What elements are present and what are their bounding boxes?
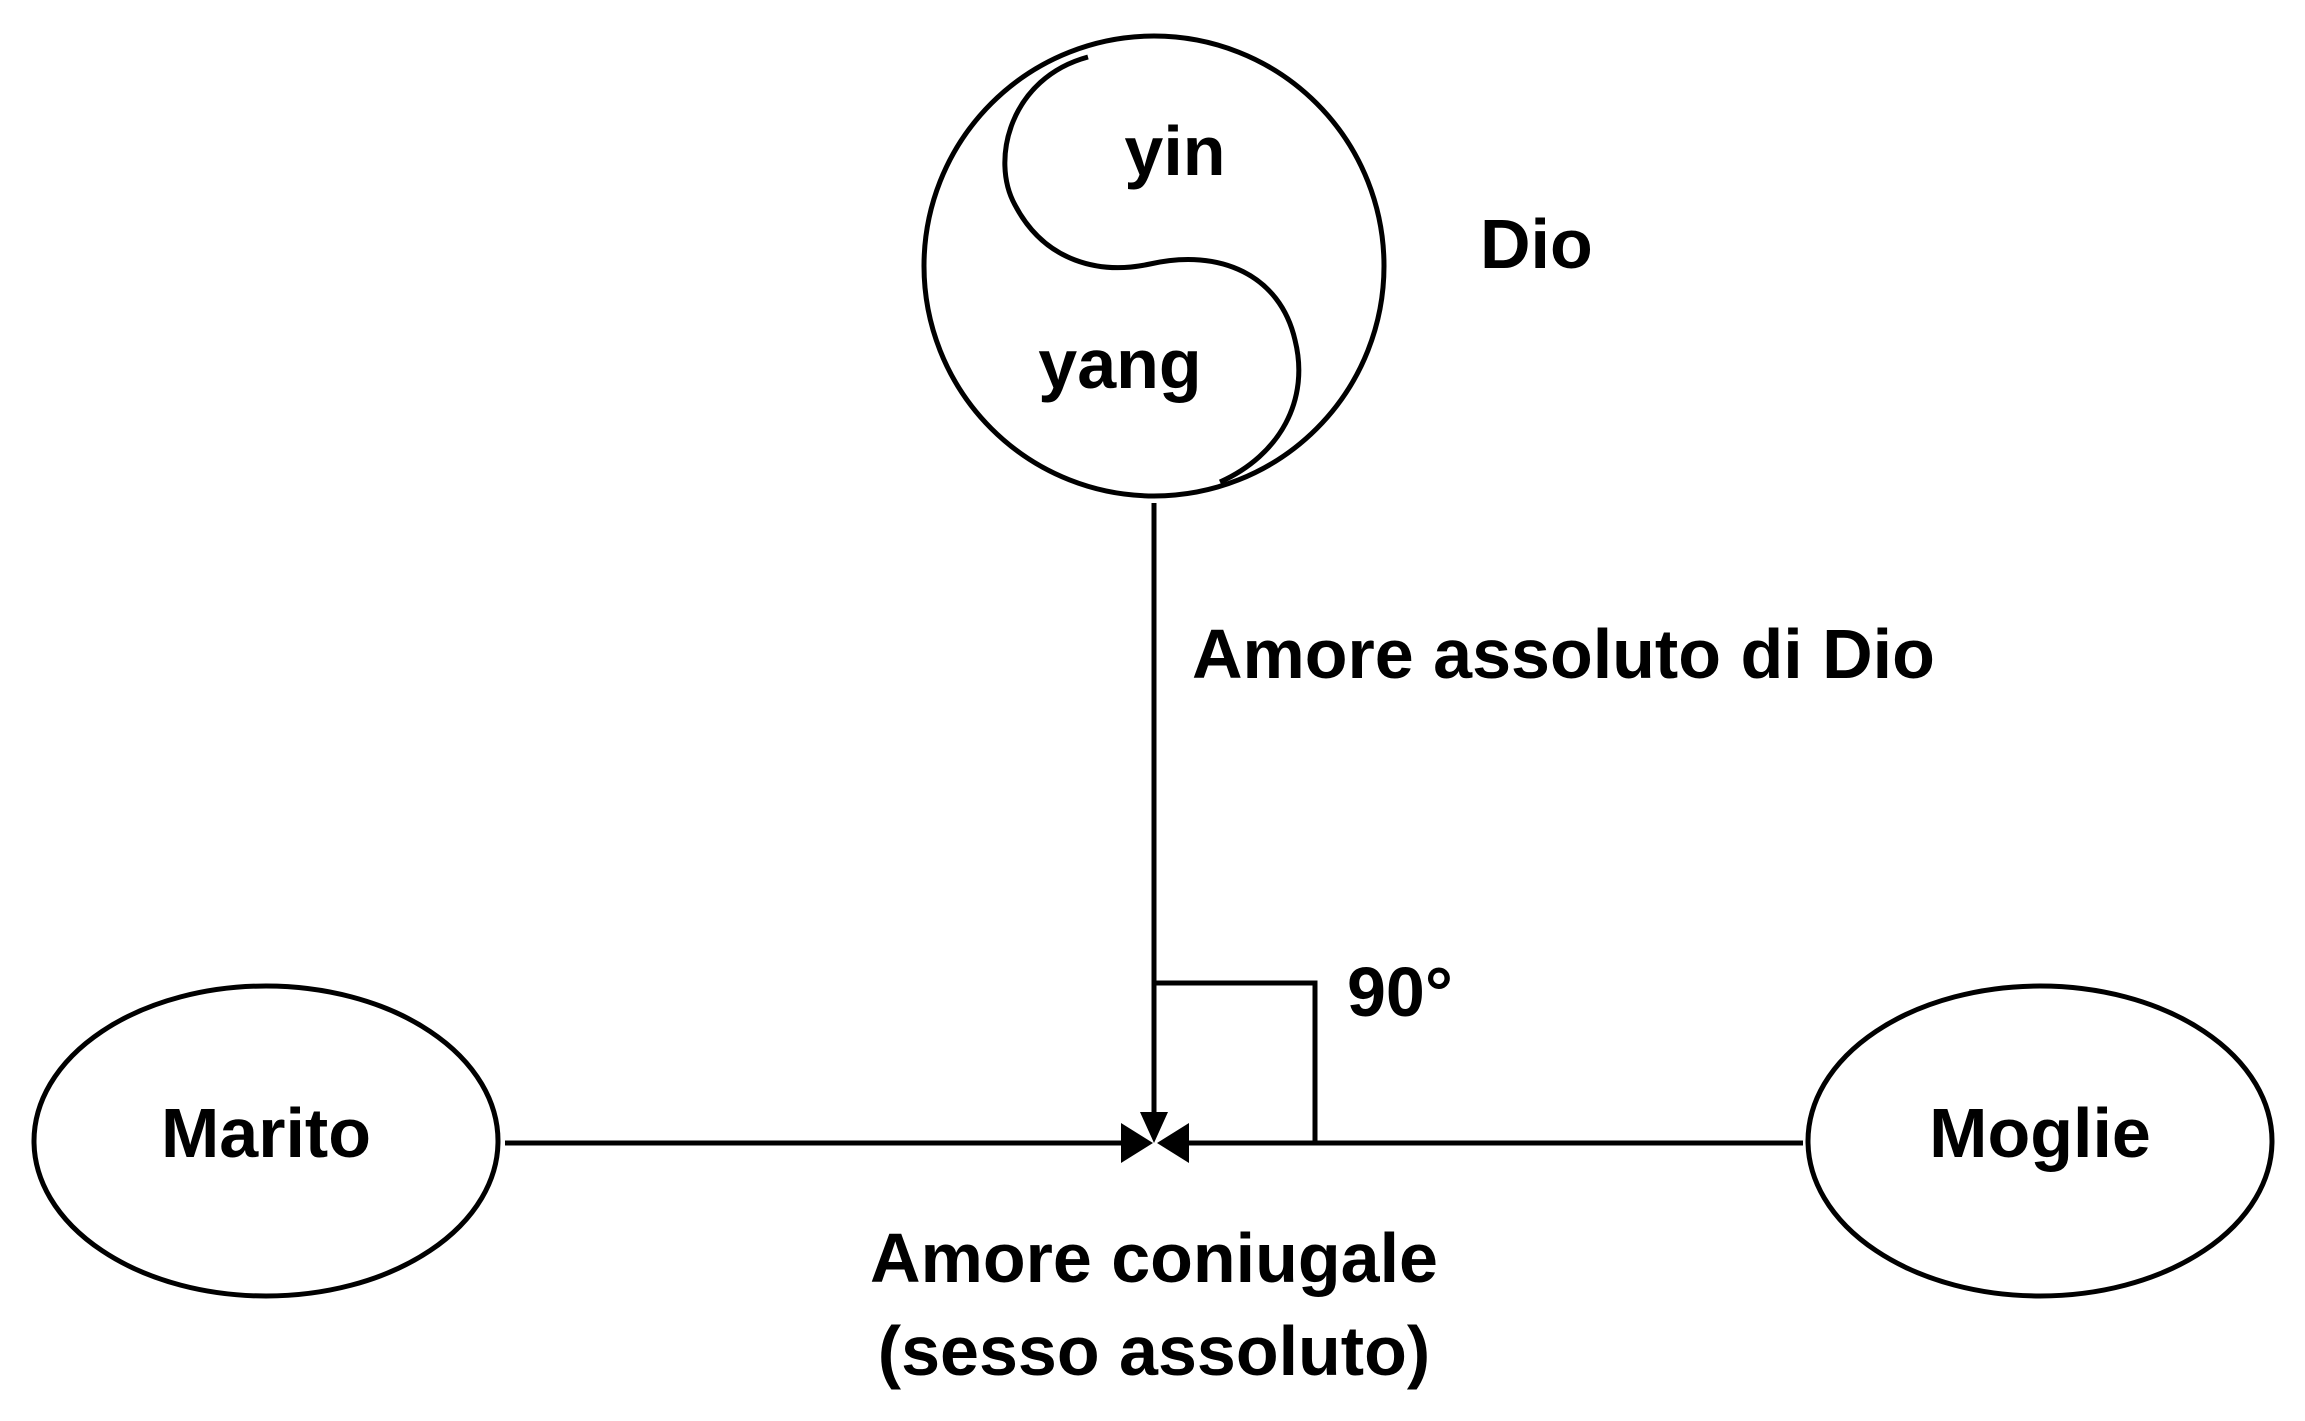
husband-label: Marito [161, 1094, 371, 1172]
husband-ellipse [31, 983, 501, 1299]
conjugal-love-label-line2: (sesso assoluto) [878, 1312, 1430, 1390]
god-node: yin yang [921, 33, 1387, 499]
husband-arrowhead [1121, 1123, 1153, 1163]
yang-label: yang [1038, 325, 1201, 403]
wife-ellipse [1805, 983, 2275, 1299]
vertical-arrowhead [1140, 1112, 1168, 1143]
yin-yang-outer-circle [921, 33, 1387, 499]
angle-label: 90° [1347, 953, 1453, 1031]
god-label: Dio [1480, 205, 1593, 283]
right-angle-marker [1154, 980, 1318, 1143]
wife-arrowhead [1157, 1123, 1189, 1163]
yin-yang-s-curve [1002, 54, 1302, 485]
yin-label: yin [1124, 112, 1225, 190]
wife-label: Moglie [1929, 1094, 2151, 1172]
conjugal-love-label-line1: Amore coniugale [870, 1219, 1438, 1297]
vertical-edge-label: Amore assoluto di Dio [1192, 615, 1935, 693]
